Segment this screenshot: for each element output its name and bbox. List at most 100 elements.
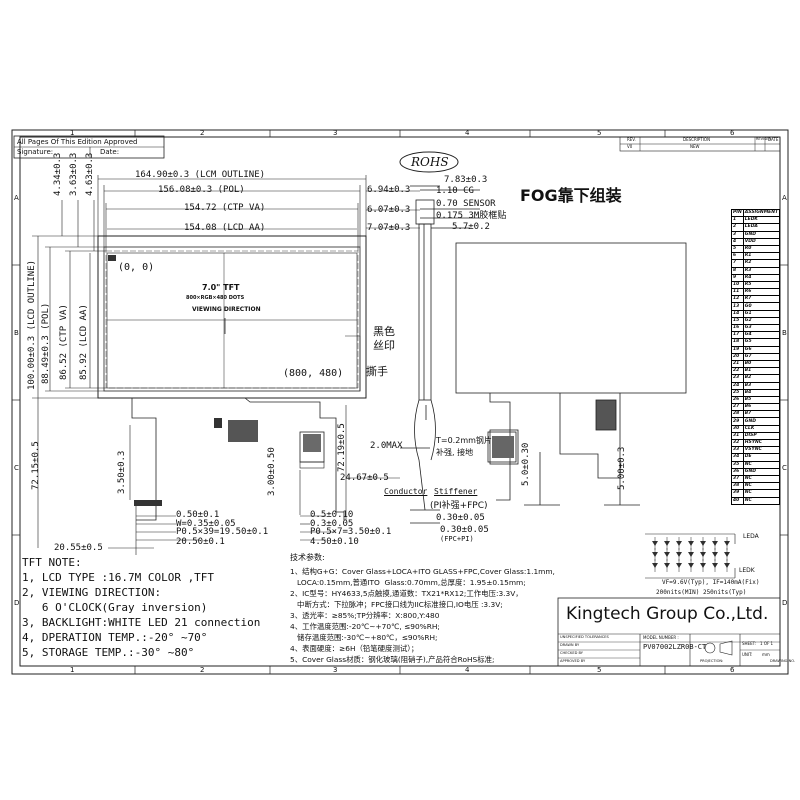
rev-date-label: DATE bbox=[768, 137, 779, 142]
conductor-label: Conductor bbox=[384, 487, 428, 496]
pin-assignment: LEDK bbox=[742, 216, 781, 225]
tech-param-line: 1、结构G+G：Cover Glass+LOCA+ITO GLASS+FPC,C… bbox=[290, 567, 555, 576]
fpc-pi-label: (FPC+PI) bbox=[440, 535, 474, 543]
border-letter: D bbox=[14, 599, 20, 607]
tech-param-line: 储存温度范围:-30℃~+80℃，≤90%RH; bbox=[290, 633, 438, 642]
tech-param-line: LOCA:0.15mm,普通ITO Glass:0.70mm,总厚度：1.95±… bbox=[290, 578, 526, 587]
stiffener-note-1: T=0.2mm钢片 bbox=[436, 436, 492, 445]
projection-label: PROJECTION: bbox=[700, 659, 724, 663]
pin-header-cell: ASSIGNMENT bbox=[742, 208, 781, 218]
dim-rpitch: P0.5×7=3.50±0.1 bbox=[310, 527, 392, 537]
drawing-no-label: DRAWING NO. bbox=[770, 659, 796, 663]
pin-assignment: B6 bbox=[742, 403, 781, 412]
pin-assignment: NC bbox=[742, 489, 781, 498]
pin-assignment: CLK bbox=[742, 424, 781, 433]
pin-assignment: B1 bbox=[742, 367, 781, 376]
stiffener-label: Stiffener bbox=[434, 487, 478, 496]
pin-assignment: R2 bbox=[742, 259, 781, 268]
border-letter: A bbox=[782, 194, 787, 202]
drawn-label: DRAWN BY bbox=[560, 643, 580, 647]
pin-number: 36 bbox=[731, 467, 744, 476]
pin-number: 29 bbox=[731, 417, 744, 426]
pin-number: 24 bbox=[731, 381, 744, 390]
border-number: 6 bbox=[730, 666, 735, 674]
sheet-value: 1 OF 1 bbox=[760, 641, 774, 646]
dim-57: 5.7±0.2 bbox=[452, 222, 490, 232]
pin-assignment: G5 bbox=[742, 338, 781, 347]
tech-param-line: 4、表面硬度：≥6H（铅笔硬度测试）； bbox=[290, 644, 419, 653]
pi-label: (PI补强+FPC) bbox=[430, 501, 488, 511]
pin-assignment: NC bbox=[742, 460, 781, 469]
rev-desc-label: DESCRIPTION bbox=[683, 137, 711, 142]
pin-header-cell: PIN bbox=[731, 208, 744, 218]
pin-assignment: B0 bbox=[742, 359, 781, 369]
dim-500: 5.00±0.3 bbox=[617, 446, 627, 490]
pin-assignment: LEDA bbox=[742, 223, 781, 232]
approved-label: APPROVED BY bbox=[560, 659, 586, 663]
pin-number: 1 bbox=[731, 216, 744, 225]
ledk-label: LEDK bbox=[739, 567, 755, 574]
pin-number: 20 bbox=[731, 352, 744, 361]
unit-label: UNIT: bbox=[742, 652, 753, 657]
border-letter: C bbox=[782, 464, 787, 472]
pin-assignment: NC bbox=[742, 496, 781, 505]
dim-783: 7.83±0.3 bbox=[444, 175, 488, 185]
rohs-mark: ROHS bbox=[411, 155, 449, 169]
dim-2050: 20.50±0.1 bbox=[176, 537, 225, 547]
border-number: 1 bbox=[70, 666, 75, 674]
company-name: Kingtech Group Co.,Ltd. bbox=[566, 604, 769, 624]
pin-number: 30 bbox=[731, 424, 744, 433]
border-letter: A bbox=[14, 194, 19, 202]
rev-label: REV. bbox=[627, 137, 636, 142]
border-letter: B bbox=[14, 329, 19, 337]
pin-number: 8 bbox=[731, 266, 744, 275]
dim-tape: 0.175 3M胶框贴 bbox=[436, 211, 507, 221]
led-vf: VF=9.6V(Typ), IF=140mA(Fix) bbox=[662, 579, 760, 586]
border-letter: B bbox=[782, 329, 787, 337]
tft-note-line: 2, VIEWING DIRECTION: bbox=[22, 586, 162, 599]
tft-note-line: 5, STORAGE TEMP.:-30° ~80° bbox=[22, 646, 195, 659]
pin-assignment: DISP bbox=[742, 431, 781, 441]
tear-label: 撕手 bbox=[366, 365, 388, 378]
pin-assignment: NC bbox=[742, 474, 781, 484]
dim-7215: 72.15±0.5 bbox=[31, 441, 41, 490]
pin-number: 31 bbox=[731, 431, 744, 441]
pin-assignment: R7 bbox=[742, 295, 781, 304]
border-letter: D bbox=[782, 599, 788, 607]
pin-assignment: B5 bbox=[742, 395, 781, 405]
fog-title: FOG靠下组装 bbox=[520, 186, 622, 205]
pin-number: 3 bbox=[731, 230, 744, 239]
pin-number: 37 bbox=[731, 474, 744, 484]
dim-7219: 72.19±0.5 bbox=[337, 423, 347, 472]
pin-number: 39 bbox=[731, 489, 744, 498]
dim-2055: 20.55±0.5 bbox=[54, 543, 103, 553]
tech-params-lines: 1、结构G+G：Cover Glass+LOCA+ITO GLASS+FPC,C… bbox=[290, 566, 555, 665]
tech-param-line: 2、IC型号：HY4633,5点触摸,通道数：TX21*RX12;工作电压:3.… bbox=[290, 589, 523, 598]
dim-cg: 1.10 CG bbox=[436, 186, 474, 196]
pin-assignment: B4 bbox=[742, 388, 781, 397]
date-label: Date: bbox=[100, 148, 120, 156]
pin-number: 4 bbox=[731, 237, 744, 246]
pin-assignment: GND bbox=[742, 230, 781, 239]
border-number: 6 bbox=[730, 129, 735, 137]
tech-param-line: 3、透光率：≥85%;TP分辨率：X:800,Y:480 bbox=[290, 611, 440, 620]
dim-350: 3.50±0.3 bbox=[117, 450, 127, 494]
signature-label: Signature: bbox=[17, 148, 54, 156]
dim-sensor: 0.70 SENSOR bbox=[436, 199, 496, 209]
